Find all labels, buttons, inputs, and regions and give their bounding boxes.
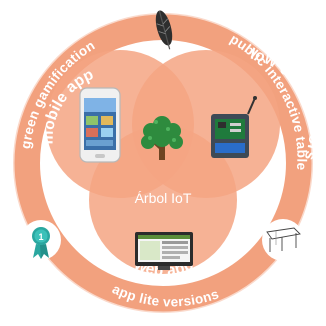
smartphone-icon xyxy=(79,87,121,163)
monitor-icon xyxy=(135,232,193,270)
web-app-circle xyxy=(89,126,237,274)
award-ribbon-icon: 1 xyxy=(21,220,61,260)
feather-icon xyxy=(155,10,173,50)
sensor-board-icon xyxy=(211,96,257,158)
badge-number: 1 xyxy=(38,232,43,242)
center-label: Árbol IoT xyxy=(135,190,192,206)
table-sketch-icon xyxy=(262,219,304,261)
tree-icon xyxy=(141,116,183,160)
